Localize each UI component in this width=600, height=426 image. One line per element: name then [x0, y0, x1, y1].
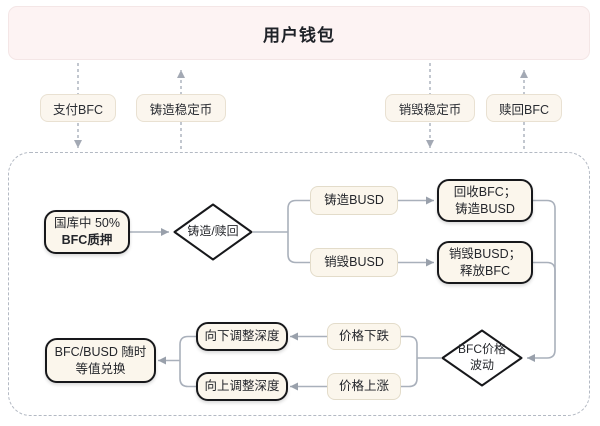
swap-line1: BFC/BUSD 随时 [54, 344, 147, 359]
mint-busd-node: 铸造BUSD [310, 186, 398, 215]
adjust-depth-up-node: 向上调整深度 [196, 372, 288, 401]
label-mint-stablecoin: 铸造稳定币 [136, 94, 226, 122]
price-line1: BFC价格 [457, 342, 506, 357]
label-pay-bfc: 支付BFC [40, 94, 116, 122]
release-line2: 释放BFC [459, 263, 510, 278]
release-bfc-node: 销毁BUSD； 释放BFC [437, 241, 533, 284]
mint-redeem-label: 铸造/赎回 [187, 224, 239, 239]
protocol-frame [8, 152, 590, 416]
swap-line2: 等值兑换 [75, 361, 126, 376]
treasury-node: 国库中 50% BFC质押 [44, 210, 130, 254]
user-wallet-label: 用户钱包 [263, 25, 335, 45]
mint-redeem-decision: 铸造/赎回 [173, 203, 253, 261]
price-fluctuation-label: BFC价格 波动 [441, 329, 523, 387]
release-line1: 销毁BUSD； [448, 246, 522, 261]
adjust-depth-down-node: 向下调整深度 [196, 322, 288, 351]
treasury-line1: 国库中 50% [54, 216, 120, 231]
price-line2: 波动 [469, 358, 494, 372]
recover-line2: 铸造BUSD [455, 201, 515, 216]
recover-bfc-node: 回收BFC； 铸造BUSD [437, 179, 533, 222]
recover-line1: 回收BFC； [453, 184, 517, 199]
user-wallet-box: 用户钱包 [8, 6, 590, 60]
label-redeem-bfc: 赎回BFC [486, 94, 562, 122]
diamond-shape [173, 203, 253, 261]
price-down-node: 价格下跌 [327, 323, 401, 350]
swap-node: BFC/BUSD 随时 等值兑换 [45, 338, 156, 383]
treasury-line2: BFC质押 [61, 233, 113, 247]
label-burn-stablecoin: 销毁稳定币 [385, 94, 475, 122]
burn-busd-node: 销毁BUSD [310, 248, 398, 277]
price-fluctuation-decision: BFC价格 波动 [441, 329, 523, 387]
diamond-shape [441, 329, 523, 387]
price-up-node: 价格上涨 [327, 373, 401, 400]
